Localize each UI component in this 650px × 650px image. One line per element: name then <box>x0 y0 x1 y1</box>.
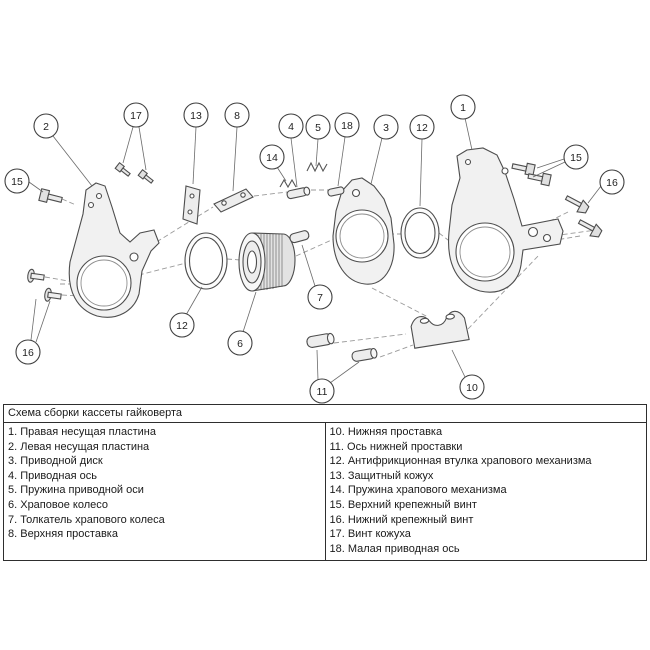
part-upper-screw-left <box>38 188 63 204</box>
callout-balloon: 6 <box>227 330 253 356</box>
callout-balloon: 15 <box>4 168 30 194</box>
callout-balloon: 3 <box>373 114 399 140</box>
callout-number: 14 <box>266 152 278 164</box>
callout-balloon: 17 <box>123 102 149 128</box>
callout-number: 12 <box>176 320 188 332</box>
callout-balloon: 18 <box>334 112 360 138</box>
parts-list-item: 5. Пружина приводной оси <box>8 484 144 497</box>
callout-balloons: 2 17 13 8 4 5 18 3 12 1 15 16 15 14 7 12… <box>4 94 625 404</box>
parts-list-item: 2. Левая несущая пластина <box>8 440 150 453</box>
part-protective-cover <box>182 185 201 225</box>
callout-number: 18 <box>341 120 353 132</box>
parts-list-item: 7. Толкатель храпового колеса <box>8 513 165 526</box>
callout-number: 7 <box>317 292 323 304</box>
part-small-drive-axle <box>327 186 345 197</box>
callout-number: 1 <box>460 102 466 114</box>
callout-balloon: 1 <box>450 94 476 120</box>
callout-balloon: 5 <box>305 114 331 140</box>
callout-number: 13 <box>190 110 202 122</box>
callout-number: 6 <box>237 338 243 350</box>
parts-list-item: 4. Приводная ось <box>8 469 97 482</box>
callout-number: 16 <box>22 347 34 359</box>
diagram-caption: Схема сборки кассеты гайковерта <box>4 405 646 423</box>
callout-balloon: 15 <box>563 144 589 170</box>
parts-list-item: 1. Правая несущая пластина <box>8 426 156 438</box>
part-drive-axle <box>286 186 311 200</box>
callout-number: 12 <box>416 122 428 134</box>
callout-balloon: 4 <box>278 113 304 139</box>
parts-list-item: 16. Нижний крепежный винт <box>329 513 474 526</box>
parts-list-item: 17. Винт кожуха <box>329 528 411 541</box>
part-drive-axle-spring <box>306 161 328 173</box>
callout-number: 4 <box>288 121 294 133</box>
part-upper-spacer <box>213 188 254 213</box>
part-lower-screw-left-b <box>44 287 62 302</box>
parts-column-right: 10. Нижняя проставка 11. Ось нижней прос… <box>326 423 647 560</box>
callout-number: 16 <box>606 177 618 189</box>
callout-leaders <box>28 117 602 384</box>
parts-table: 1. Правая несущая пластина 2. Левая несу… <box>4 423 647 561</box>
parts-list-item: 3. Приводной диск <box>8 455 103 468</box>
callout-number: 10 <box>466 382 478 394</box>
callout-balloon: 2 <box>33 113 59 139</box>
callout-number: 8 <box>234 110 240 122</box>
callout-balloon: 16 <box>15 339 41 365</box>
part-lower-spacer-axle-b <box>351 347 378 362</box>
part-ratchet-wheel <box>238 232 296 292</box>
part-left-bearing-plate <box>68 182 160 318</box>
parts-list-item: 11. Ось нижней проставки <box>329 440 463 453</box>
parts-list-item: 18. Малая приводная ось <box>329 542 460 555</box>
callout-number: 2 <box>43 121 49 133</box>
part-cover-screw-b <box>137 168 154 184</box>
callout-number: 15 <box>11 176 23 188</box>
callout-balloon: 7 <box>307 284 333 310</box>
parts-list-item: 13. Защитный кожух <box>329 469 434 482</box>
callout-balloon: 13 <box>183 102 209 128</box>
callout-balloon: 12 <box>409 114 435 140</box>
part-right-bearing-plate <box>447 147 564 293</box>
exploded-assembly-drawing: 2 17 13 8 4 5 18 3 12 1 15 16 15 14 7 12… <box>4 94 625 404</box>
parts-list-item: 6. Храповое колесо <box>8 498 108 511</box>
callout-balloon: 11 <box>309 378 335 404</box>
parts-list-item: 12. Антифрикционная втулка храпового мех… <box>329 455 592 468</box>
part-upper-screw-right-a <box>511 162 536 177</box>
part-friction-ring-right <box>400 207 440 259</box>
part-ratchet-pusher <box>289 230 310 244</box>
part-friction-ring-left <box>184 232 228 290</box>
callout-balloon: 10 <box>459 374 485 400</box>
part-lower-spacer-axle-a <box>306 332 335 348</box>
exploded-view-area: 2 17 13 8 4 5 18 3 12 1 15 16 15 14 7 12… <box>4 94 625 404</box>
part-lower-screw-right-a <box>564 195 590 214</box>
parts-list-item: 10. Нижняя проставка <box>329 426 443 438</box>
callout-number: 11 <box>317 386 328 398</box>
part-lower-screw-left-a <box>27 268 45 283</box>
callout-balloon: 12 <box>169 312 195 338</box>
part-cover-screw-a <box>114 161 131 177</box>
part-ratchet-spring <box>279 178 297 189</box>
part-drive-disk <box>332 177 395 285</box>
callout-balloon: 8 <box>224 102 250 128</box>
callout-balloon: 16 <box>599 169 625 195</box>
callout-number: 3 <box>383 122 389 134</box>
parts-panel: Схема сборки кассеты гайковерта 1. Права… <box>3 404 647 562</box>
parts-column-left: 1. Правая несущая пластина 2. Левая несу… <box>4 423 326 561</box>
parts-list-item: 8. Верхняя проставка <box>8 528 118 541</box>
callout-number: 5 <box>315 122 321 134</box>
parts-list-item: 14. Пружина храпового механизма <box>329 484 507 497</box>
callout-balloon: 14 <box>259 144 285 170</box>
parts-list-item: 15. Верхний крепежный винт <box>329 498 477 511</box>
callout-number: 15 <box>570 152 582 164</box>
callout-number: 17 <box>130 110 142 122</box>
part-lower-spacer <box>410 310 470 349</box>
part-lower-screw-right-b <box>577 219 603 238</box>
